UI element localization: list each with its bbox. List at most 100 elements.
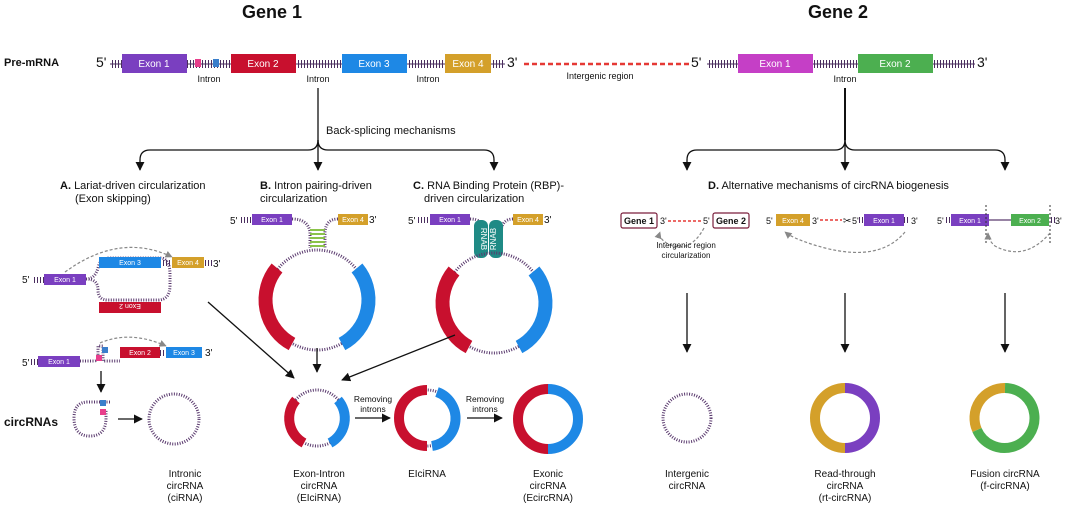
b-five-prime: 5' [230,216,238,227]
EIciRNA-label-3: (EIciRNA) [297,493,341,504]
a-five-prime: 5' [22,275,30,286]
removing-introns-2-line2: introns [472,404,498,414]
gene1-exon1-box [122,54,187,73]
mechanism-c-title: C. RNA Binding Protein (RBP)- [413,180,564,192]
gene2-exon1-label: Exon 1 [759,59,791,70]
gene1-exon3-label: Exon 3 [358,59,390,70]
pre-mrna-label: Pre-mRNA [4,57,59,69]
gene1-exon4-box [445,54,491,73]
rt-product-label-1: Read-through [814,469,875,480]
a-exon1-box [44,274,86,285]
c-rbp-left [474,220,488,258]
gene1-intron1-label: Intron [197,74,220,84]
a2-five-prime: 5' [22,358,30,369]
EcircRNA-exon3-arc [547,384,583,454]
gene1-intron2-label: Intron [306,74,329,84]
EIciRNA-exon2-arc [284,396,307,448]
gene1-exon2-box [231,54,296,73]
gene1-exon4-label: Exon 4 [452,59,484,70]
intergenic-label: Intergenic region [566,71,633,81]
d-rt-exon4-box [776,214,810,226]
a2-intron-blue [102,347,108,353]
f-product-label-2: (f-circRNA) [980,481,1029,492]
b-exon1-label: Exon 1 [261,217,283,224]
d-gene1-three: 3' [660,216,667,226]
mechanism-b-title: B. Intron pairing-driven [260,180,372,192]
a-exon2-label: Exon 2 [119,302,141,309]
d-rt-five-b: 5' [852,216,859,226]
a-lariat-loop [85,256,172,302]
EcircRNA-label-2: circRNA [530,481,567,492]
intron-marker-blue [213,59,219,67]
a-exon3-label: Exon 3 [119,260,141,267]
d-gene2-five: 5' [703,216,710,226]
ciRNA-label-1: Intronic [169,469,202,480]
removing-introns-1-line2: introns [360,404,386,414]
rt-product-label-2: circRNA [827,481,864,492]
a2-three-prime: 3' [205,348,213,359]
d-f-three: 3' [1055,216,1062,226]
c-five-prime: 5' [408,216,416,227]
gene2-exon2-box [858,54,933,73]
f-product-label-1: Fusion circRNA [970,469,1040,480]
b-exon2-arc [258,263,296,351]
c-exon1-label: Exon 1 [439,217,461,224]
b-exon4-box [338,214,368,225]
d-rt-exon4-label: Exon 4 [782,218,804,225]
c-rbp-label-right: RNAB [489,228,498,250]
EcircRNA-exon2-arc [513,384,549,454]
c-rbp-right [489,220,503,258]
d-igr-label-1: Intergenic region [656,241,716,250]
removing-introns-1-line1: Removing [354,394,393,404]
removing-introns-2-line1: Removing [466,394,505,404]
d-f-five: 5' [937,216,944,226]
a2-exon2-box [120,347,160,358]
gene2-exon1-box [738,54,813,73]
d-f-exon1-box [951,214,989,226]
d-gene1-box [620,212,658,229]
d-rt-exon1-label: Exon 1 [873,218,895,225]
backsplicing-label: Back-splicing mechanisms [326,125,456,137]
gene2-three-prime: 3' [977,54,987,70]
b-exon3-arc [338,263,376,351]
rt-product-label-3: (rt-circRNA) [819,493,872,504]
mechanism-a-title: A. Lariat-driven circularization [60,180,206,192]
d-gene1-label: Gene 1 [624,216,654,226]
ciRNA-label-2: circRNA [167,481,204,492]
rt-exon4-arc [810,383,846,453]
gene1-exon3-box [342,54,407,73]
d-gene2-box [712,212,750,229]
gene1-exon1-label: Exon 1 [138,59,170,70]
EIciRNA-exon3-arc [327,396,350,448]
a-three-prime: 3' [213,259,221,270]
c-three-prime: 3' [544,215,552,226]
b-pairing-ladder [310,229,325,247]
a-exon4-label: Exon 4 [177,260,199,267]
intron-marker-pink [195,59,201,67]
EIciRNA2-exon3-arc [430,387,461,451]
gene2-exon2-label: Exon 2 [879,59,911,70]
EIciRNA-label-2: circRNA [301,481,338,492]
d-f-exon2-box [1011,214,1049,226]
scissors-icon: ✂ [843,216,851,227]
ciRNA-label-3: (ciRNA) [168,493,203,504]
intergenic-product-label-2: circRNA [669,481,706,492]
gene1-three-prime: 3' [507,54,517,70]
d-gene2-label: Gene 2 [716,216,746,226]
d-rt-exon1-box [864,214,904,226]
d-rt-three-b: 3' [911,216,918,226]
c-rbp-label-left: RNAB [479,228,488,250]
c-exon4-box [513,214,543,225]
EcircRNA-label-1: Exonic [533,469,563,480]
a2-exon1-label: Exon 1 [48,359,70,366]
a2-exon3-label: Exon 3 [173,350,195,357]
d-f-exon2-label: Exon 2 [1019,218,1041,225]
c-exon1-box [430,214,470,225]
intergenic-product-label-1: Intergenic [665,469,709,480]
d-igr-label-2: circularization [662,251,711,260]
a-exon4-box [172,257,204,268]
intergenic-circrna-circle [661,392,713,444]
c-exon3-arc [515,266,553,354]
a-exon1-label: Exon 1 [54,277,76,284]
